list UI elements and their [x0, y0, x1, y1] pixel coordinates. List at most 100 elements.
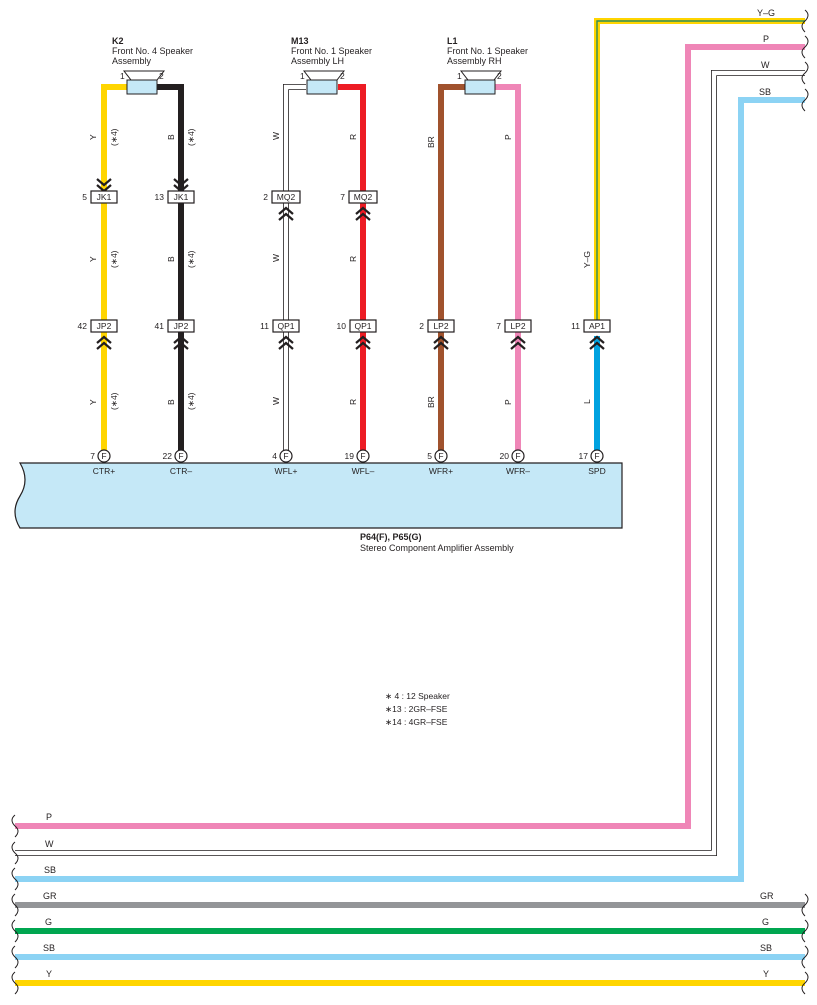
wire-wfl-plus-outline	[283, 84, 306, 456]
right-break-marks	[801, 9, 809, 112]
circuit-spd	[594, 18, 805, 456]
label-wfl-plus-upper: W	[271, 132, 281, 140]
right-wire-label-w: W	[761, 60, 770, 70]
pin-ctr-plus: 7	[90, 451, 95, 461]
amplifier-box: P64(F), P65(G) Stereo Component Amplifie…	[14, 462, 623, 553]
chevron-up-icon	[433, 335, 449, 350]
amplifier-name: Stereo Component Amplifier Assembly	[360, 543, 514, 553]
right-wire-bundle	[15, 44, 805, 882]
pin-qp1-a: 11	[260, 321, 269, 331]
bottom-wire-label-w: W	[45, 839, 54, 849]
chevron-up-icon	[278, 335, 294, 350]
term-wfl-plus: WFL+	[275, 466, 298, 476]
term-ctr-minus: CTR–	[170, 466, 192, 476]
label-ctr-plus-upper: Y	[88, 134, 98, 140]
bottom-wire-label-sb-right: SB	[760, 943, 772, 953]
wire-spd-upper-stripe	[596, 20, 805, 326]
note-ctr-plus-lower: (∗4)	[109, 392, 119, 410]
notes: ∗ 4 : 12 Speaker ∗13 : 2GR–FSE ∗14 : 4GR…	[385, 691, 450, 727]
label-spd-lower: L	[582, 399, 592, 404]
label-wfr-plus-lower: BR	[426, 396, 436, 408]
pin-jp2-b: 41	[155, 321, 165, 331]
note-ctr-plus-mid: (∗4)	[109, 250, 119, 268]
amplifier-terminals: F 7 CTR+ F 22 CTR– F 4 WFL+ F 19 WFL– F …	[90, 449, 606, 476]
wire-wfl-minus	[338, 84, 366, 456]
speaker-m13: M13 Front No. 1 Speaker Assembly LH	[291, 36, 372, 66]
circuit-wfl-plus	[283, 84, 306, 456]
connector-lp2-a: LP2	[433, 321, 448, 331]
wire-sb-long	[15, 97, 805, 882]
socket-spd: F	[594, 451, 599, 461]
note-ctr-minus-lower: (∗4)	[186, 392, 196, 410]
label-ctr-plus-mid: Y	[88, 256, 98, 262]
label-wfl-plus-mid: W	[271, 254, 281, 262]
circuit-ctr-minus	[157, 84, 184, 456]
socket-wfr-minus: F	[515, 451, 520, 461]
circuit-wfr-plus	[438, 84, 466, 456]
bottom-wire-label-p: P	[46, 812, 52, 822]
wire-w-long	[15, 70, 805, 856]
speaker-l1-pin1: 1	[457, 71, 462, 81]
wire-wfr-minus	[494, 84, 521, 456]
bottom-right-break-marks	[801, 893, 809, 995]
label-wfl-minus-lower: R	[348, 399, 358, 405]
connector-mq2-a: MQ2	[277, 192, 296, 202]
wire-spd-upper	[594, 18, 805, 326]
label-ctr-minus-upper: B	[166, 134, 176, 140]
pin-mq2-a: 2	[263, 192, 268, 202]
right-wire-label-yg: Y–G	[757, 8, 775, 18]
term-wfr-plus: WFR+	[429, 466, 453, 476]
socket-ctr-plus: F	[101, 451, 106, 461]
connector-qp1-a: QP1	[277, 321, 294, 331]
bottom-wire-label-g: G	[45, 917, 52, 927]
circuit-wfr-minus	[494, 84, 521, 456]
right-wire-label-sb: SB	[759, 87, 771, 97]
socket-ctr-minus: F	[178, 451, 183, 461]
pin-lp2-b: 7	[496, 321, 501, 331]
chevron-up-icon	[355, 335, 371, 350]
speaker-m13-code: M13	[291, 36, 309, 46]
speaker-l1-name-1: Front No. 1 Speaker	[447, 46, 528, 56]
pin-qp1-b: 10	[337, 321, 347, 331]
speaker-m13-name-1: Front No. 1 Speaker	[291, 46, 372, 56]
pin-ap1: 11	[571, 321, 580, 331]
bottom-wire-label-gr-right: GR	[760, 891, 774, 901]
speaker-l1-pin2: 2	[497, 71, 502, 81]
label-wfr-plus-upper: BR	[426, 136, 436, 148]
wire-ctr-plus	[101, 84, 127, 456]
bottom-wire-label-sb: SB	[44, 865, 56, 875]
label-wfl-minus-upper: R	[348, 134, 358, 140]
pin-lp2-a: 2	[419, 321, 424, 331]
bottom-wire-label-y: Y	[46, 969, 52, 979]
chevron-up-icon	[355, 206, 371, 221]
bottom-wire-label-y-right: Y	[763, 969, 769, 979]
bottom-wire-label-sb2: SB	[43, 943, 55, 953]
label-wfr-minus-upper: P	[503, 134, 513, 140]
pin-spd: 17	[579, 451, 589, 461]
right-wire-label-p: P	[763, 34, 769, 44]
label-wfl-minus-mid: R	[348, 256, 358, 262]
socket-wfl-plus: F	[283, 451, 288, 461]
speaker-k2-name-2: Assembly	[112, 56, 152, 66]
term-wfl-minus: WFL–	[352, 466, 375, 476]
bottom-wire-label-gr: GR	[43, 891, 57, 901]
circuit-wfl-minus	[338, 84, 366, 456]
speaker-k2-code: K2	[112, 36, 124, 46]
connector-lp2-b: LP2	[510, 321, 525, 331]
bottom-left-break-marks	[11, 814, 19, 995]
speaker-k2: K2 Front No. 4 Speaker Assembly	[112, 36, 193, 66]
pin-ctr-minus: 22	[163, 451, 173, 461]
speaker-icon	[306, 79, 338, 95]
label-ctr-minus-mid: B	[166, 256, 176, 262]
label-ctr-minus-lower: B	[166, 399, 176, 405]
connector-mq2-b: MQ2	[354, 192, 373, 202]
chevron-up-icon	[173, 335, 189, 350]
pin-jp2-a: 42	[78, 321, 88, 331]
speaker-k2-pin1: 1	[120, 71, 125, 81]
pin-wfr-minus: 20	[500, 451, 510, 461]
pin-wfr-plus: 5	[427, 451, 432, 461]
connector-qp1-b: QP1	[354, 321, 371, 331]
connector-jp2-b: JP2	[174, 321, 189, 331]
label-wfl-plus-lower: W	[271, 397, 281, 405]
